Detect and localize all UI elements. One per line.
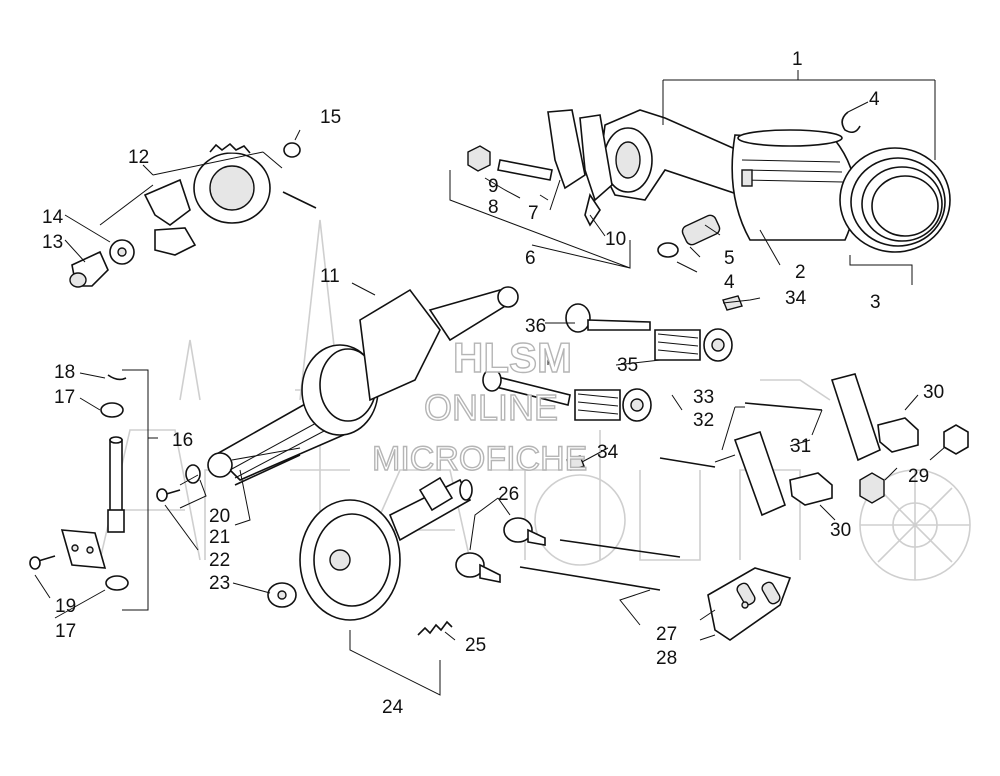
callout-28: 28 bbox=[656, 648, 677, 669]
valve-head bbox=[565, 303, 591, 333]
callout-8: 8 bbox=[488, 197, 499, 218]
governor-lever-assembly bbox=[29, 374, 181, 591]
callout-4b: 4 bbox=[724, 272, 735, 293]
callout-3: 3 bbox=[870, 292, 881, 313]
callout-13: 13 bbox=[42, 232, 63, 253]
tappet-lower bbox=[455, 552, 485, 578]
leader-lines bbox=[34, 70, 946, 696]
watermark-line-2: ONLINE bbox=[424, 387, 558, 428]
rocker-stud-upper bbox=[744, 402, 823, 411]
pushrod-upper bbox=[559, 539, 681, 558]
callout-5: 5 bbox=[724, 248, 735, 269]
callout-32: 32 bbox=[693, 410, 714, 431]
cam-spring bbox=[417, 620, 453, 636]
callout-19: 19 bbox=[55, 596, 76, 617]
callout-29: 29 bbox=[908, 466, 929, 487]
crankshaft bbox=[185, 286, 519, 486]
valve-keeper-lower bbox=[566, 455, 585, 471]
governor-weight bbox=[143, 178, 191, 226]
governor-pin bbox=[282, 191, 317, 209]
callout-23: 23 bbox=[209, 573, 230, 594]
rod-cap bbox=[579, 114, 613, 202]
circlip-upper bbox=[841, 111, 861, 134]
callout-16: 16 bbox=[172, 430, 193, 451]
callout-34a: 34 bbox=[785, 288, 807, 309]
rocker-arm-upper bbox=[830, 373, 881, 462]
callout-4a: 4 bbox=[869, 89, 880, 110]
callout-24: 24 bbox=[382, 697, 404, 718]
callout-labels: 1 4 15 12 9 8 7 14 10 13 5 6 2 11 4 34 3… bbox=[42, 49, 944, 718]
hlsm-watermark: HLSM ONLINE MICROFICHE bbox=[371, 333, 588, 478]
callout-17a: 17 bbox=[54, 387, 75, 408]
governor-plate bbox=[60, 529, 107, 569]
camshaft-assembly bbox=[267, 476, 473, 636]
tappet-upper bbox=[503, 517, 533, 543]
washer-17-lower bbox=[105, 575, 129, 591]
callout-11: 11 bbox=[320, 266, 340, 287]
governor-assembly bbox=[69, 142, 317, 288]
callout-9: 9 bbox=[488, 176, 499, 197]
callout-6: 6 bbox=[525, 248, 536, 269]
callout-21: 21 bbox=[209, 527, 230, 548]
callout-2: 2 bbox=[795, 262, 806, 283]
callout-20: 20 bbox=[209, 506, 230, 527]
rod-nut bbox=[467, 145, 491, 172]
pivot-nut-lower bbox=[789, 472, 833, 506]
washer-17-upper bbox=[100, 402, 124, 418]
callout-18: 18 bbox=[54, 362, 75, 383]
watermark-line-3: MICROFICHE bbox=[372, 440, 587, 478]
piston-assembly bbox=[467, 109, 951, 311]
callout-25: 25 bbox=[465, 635, 486, 656]
bearing-cap bbox=[547, 109, 586, 190]
piston-pin bbox=[681, 214, 721, 246]
callout-15: 15 bbox=[320, 107, 341, 128]
callout-27: 27 bbox=[656, 624, 677, 645]
callout-12: 12 bbox=[128, 147, 149, 168]
valve-train bbox=[455, 303, 969, 641]
callout-30a: 30 bbox=[923, 382, 944, 403]
piston bbox=[731, 134, 857, 241]
callout-31: 31 bbox=[790, 436, 811, 457]
rod-bolt bbox=[497, 159, 553, 181]
callout-10: 10 bbox=[605, 229, 626, 250]
callout-33: 33 bbox=[693, 387, 714, 408]
callout-7: 7 bbox=[528, 203, 539, 224]
callout-17b: 17 bbox=[55, 621, 76, 642]
lock-nut-upper bbox=[943, 424, 969, 455]
callout-14: 14 bbox=[42, 207, 64, 228]
callout-30b: 30 bbox=[830, 520, 851, 541]
washer-20 bbox=[185, 464, 201, 484]
callout-34b: 34 bbox=[597, 442, 619, 463]
valve-keeper-upper bbox=[722, 295, 743, 311]
pivot-nut-upper bbox=[877, 417, 919, 453]
watermark-line-1: HLSM bbox=[453, 334, 572, 381]
callout-26: 26 bbox=[498, 484, 519, 505]
callout-35: 35 bbox=[617, 355, 638, 376]
callout-1: 1 bbox=[792, 49, 803, 70]
lock-nut-lower bbox=[859, 472, 885, 504]
callout-36: 36 bbox=[525, 316, 546, 337]
rocker-arm-lower bbox=[733, 430, 786, 517]
callout-22: 22 bbox=[209, 550, 230, 571]
washer-15 bbox=[283, 142, 301, 158]
rocker-stud-lower bbox=[659, 457, 716, 468]
clip-18 bbox=[107, 374, 127, 381]
pushrod-lower bbox=[519, 566, 661, 591]
